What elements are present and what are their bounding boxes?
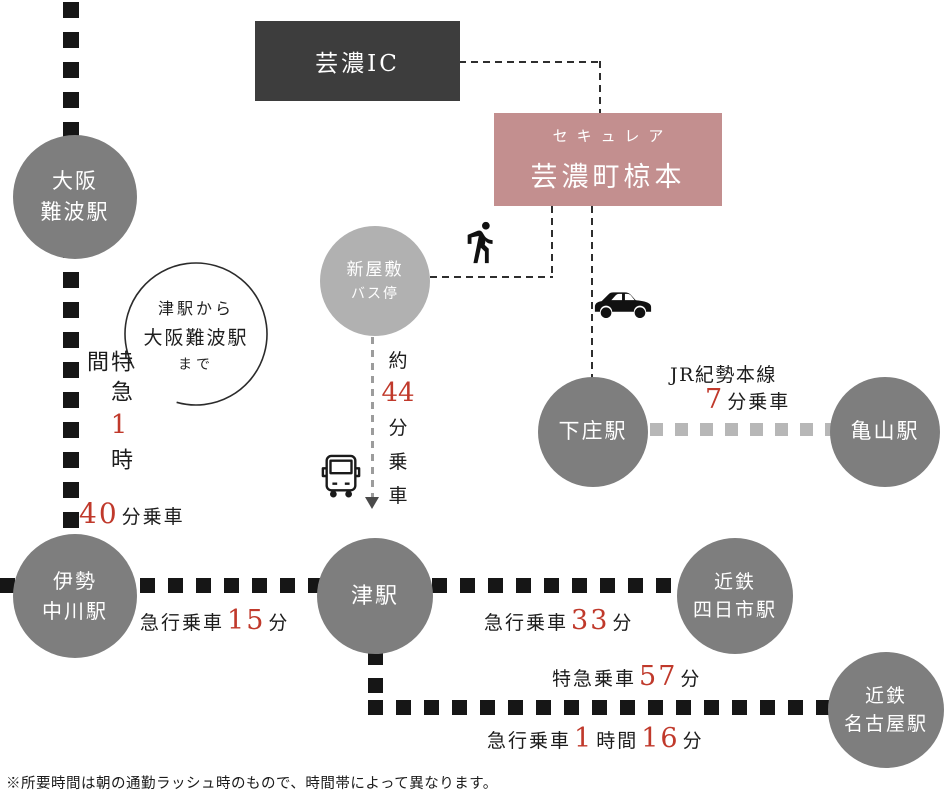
station-label: 伊勢 — [53, 569, 97, 593]
property-title: 芸濃町椋本 — [530, 162, 686, 193]
connector-ic-horizontal — [459, 61, 601, 63]
namba-route-time-vertical: 特急1時間 — [83, 350, 134, 505]
route-dash-namba-nakagawa — [63, 2, 79, 540]
ride-number: 33 — [571, 605, 610, 636]
busstop-label: 新屋敷 — [346, 259, 404, 280]
geino-ic-box: 芸濃IC — [255, 21, 460, 101]
down-arrow-icon — [365, 497, 379, 509]
bus-route-char: 車 — [388, 485, 408, 507]
busstop-shinyashiki: 新屋敷 バス停 — [320, 226, 430, 336]
connector-ic-vertical — [599, 61, 601, 114]
station-ise-nakagawa: 伊勢 中川駅 — [13, 534, 137, 658]
ride-prefix: 急行乗車 — [487, 730, 572, 752]
busstop-label: バス停 — [351, 286, 399, 303]
station-osaka-namba: 大阪 難波駅 — [13, 135, 137, 259]
ride-prefix: 急行乗車 — [484, 612, 569, 634]
route-dash-tsu-nagoya — [368, 700, 838, 715]
station-kintetsu-yokkaichi: 近鉄 四日市駅 — [677, 538, 793, 654]
station-label: 下庄駅 — [558, 419, 628, 444]
jr-ride-suffix: 分乗車 — [727, 391, 791, 413]
bus-icon — [320, 452, 362, 500]
route-dash-tsu-down — [368, 650, 383, 700]
bus-route-time: 約 44 分 乗 車 — [381, 346, 415, 508]
connector-property-walk-vertical — [551, 206, 553, 277]
ride-number: 16 — [641, 723, 680, 754]
ride-number: 15 — [227, 605, 266, 636]
tsu-to-namba-ring: 津駅から 大阪難波駅 まで — [121, 259, 271, 409]
car-icon — [592, 286, 654, 322]
station-tsu: 津駅 — [317, 538, 433, 654]
namba-route-number1: 1 — [104, 410, 134, 448]
geino-ic-label: 芸濃IC — [315, 51, 400, 77]
station-label: 難波駅 — [40, 200, 110, 224]
route-dash-jr-shimonosho-kameyama — [650, 423, 832, 436]
jr-line-name: JR紀勢本線 — [670, 364, 777, 386]
station-label: 名古屋駅 — [843, 713, 928, 735]
property-box: セキュレア 芸濃町椋本 — [494, 113, 722, 206]
station-label: 亀山駅 — [850, 419, 920, 444]
connector-property-shimonosho — [591, 206, 593, 379]
bus-route-approx: 約 — [388, 350, 408, 372]
ride-suffix: 分 — [268, 612, 290, 634]
bus-route-number: 44 — [381, 378, 415, 408]
namba-route-word1: 特急 — [107, 350, 132, 410]
footnote: ※所要時間は朝の通勤ラッシュ時のもので、時間帯によって異なります。 — [6, 776, 498, 792]
route-dash-tsu-yokkaichi — [432, 578, 690, 593]
walking-person-icon — [460, 210, 506, 274]
ride-mid: 時間 — [596, 730, 639, 752]
ride-suffix: 分 — [682, 730, 704, 752]
namba-route-number2: 40 — [79, 497, 119, 530]
ride-number: 57 — [639, 661, 678, 692]
ring-circle-outline — [124, 262, 268, 406]
station-label: 津駅 — [350, 583, 399, 609]
station-label: 近鉄 — [713, 570, 756, 593]
station-kameyama: 亀山駅 — [830, 377, 940, 487]
connector-walk-busstop — [430, 276, 553, 278]
property-subtitle: セキュレア — [552, 127, 673, 145]
station-label: 大阪 — [52, 168, 98, 193]
station-shimonosho: 下庄駅 — [538, 377, 648, 487]
ride-number: 1 — [574, 723, 594, 754]
ring-line3: まで — [178, 356, 214, 373]
station-label: 中川駅 — [42, 599, 108, 623]
jr-ride-number: 7 — [705, 384, 725, 415]
namba-route-word2: 時間 — [83, 350, 132, 478]
ride-prefix: 急行乗車 — [140, 612, 225, 634]
ride-suffix: 分 — [680, 668, 702, 690]
bus-route-char: 分 — [388, 417, 408, 439]
ride-suffix: 分 — [612, 612, 634, 634]
ride-prefix: 特急乗車 — [552, 668, 637, 690]
namba-route-word3: 分乗車 — [121, 506, 185, 528]
station-kintetsu-nagoya: 近鉄 名古屋駅 — [828, 652, 944, 768]
ring-line1: 津駅から — [157, 298, 234, 318]
bus-route-char: 乗 — [388, 451, 408, 473]
station-label: 近鉄 — [864, 684, 907, 707]
connector-busstop-tsu — [371, 337, 374, 497]
ring-line2: 大阪難波駅 — [143, 326, 249, 349]
station-label: 四日市駅 — [692, 599, 777, 621]
ring-text: 津駅から 大阪難波駅 まで — [121, 259, 271, 409]
